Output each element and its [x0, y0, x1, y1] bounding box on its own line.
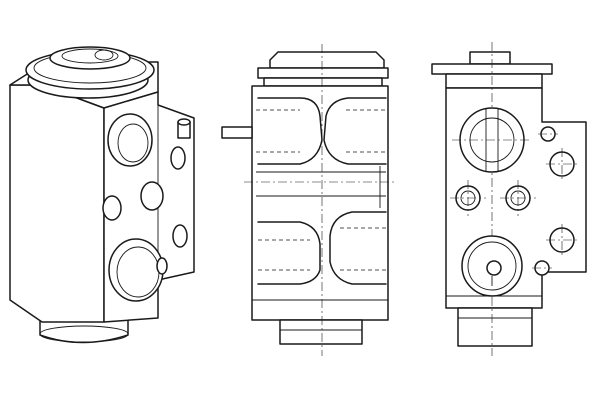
isometric-view — [9, 46, 195, 344]
sec-bottom-boss — [279, 319, 363, 345]
sec-upper-bore-right — [323, 97, 387, 165]
iso-bottom-boss-ring — [39, 325, 129, 343]
front-flange-cap — [469, 51, 511, 65]
front-port-lower-inner — [467, 241, 517, 291]
iso-flange-cap — [49, 46, 131, 70]
iso-flange-boss — [94, 49, 114, 61]
side-section-view — [221, 44, 396, 356]
front-flange-lower — [445, 73, 543, 89]
sec-upper-bore-left — [257, 97, 323, 165]
iso-hole-small-2 — [172, 224, 188, 248]
iso-hole-small-1 — [170, 146, 186, 170]
front-bottom-boss — [457, 307, 533, 347]
iso-hole-tiny — [156, 257, 168, 275]
sec-flange-lower — [263, 77, 383, 87]
iso-flange-cap-inner — [61, 48, 119, 64]
sec-lower-bore-right — [329, 211, 387, 285]
iso-port-upper — [107, 113, 153, 167]
sec-lower-bore-left — [257, 221, 321, 285]
iso-bottom-boss — [39, 318, 129, 344]
iso-hole-left — [102, 195, 122, 221]
iso-port-upper-inner — [117, 123, 149, 163]
sec-flange-top — [269, 51, 385, 69]
iso-pin-top — [177, 118, 191, 126]
iso-hole-mid — [140, 181, 164, 211]
front-view — [431, 42, 587, 356]
sec-flange-wide — [257, 67, 389, 79]
sec-left-pin — [221, 126, 253, 139]
front-port-lower-pin — [486, 260, 502, 276]
iso-left-face — [9, 84, 105, 323]
